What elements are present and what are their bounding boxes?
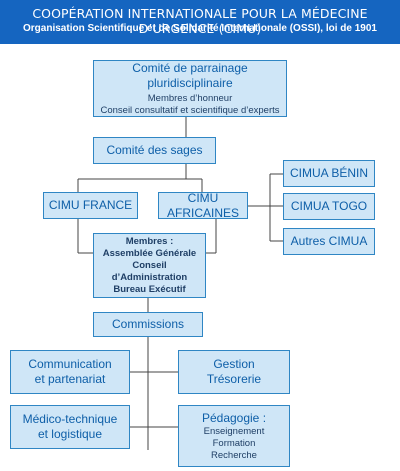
gestion-line2: Trésorerie <box>206 372 262 386</box>
pedagogie-title: Pédagogie : <box>201 410 267 425</box>
cimua-togo-title: CIMUA TOGO <box>290 199 368 213</box>
comite-parrainage-line2: Conseil consultatif et scientifique d’ex… <box>100 104 280 116</box>
header-banner: COOPÉRATION INTERNATIONALE POUR LA MÉDEC… <box>0 0 400 44</box>
communication-line1: Communication <box>28 357 112 371</box>
membres-line3: Bureau Exécutif <box>113 283 186 295</box>
cimua-benin-title: CIMUA BÉNIN <box>289 166 368 180</box>
gestion-line1: Gestion <box>213 357 255 371</box>
membres-line2: Conseil d’Administration <box>111 259 188 283</box>
cimu-africaines-title: CIMU AFRICAINES <box>166 190 239 220</box>
header-title: COOPÉRATION INTERNATIONALE POUR LA MÉDEC… <box>32 6 368 36</box>
cimua-togo-box: CIMUA TOGO <box>283 193 375 220</box>
comite-sages-box: Comité des sages <box>93 137 216 164</box>
medico-line2: et logistique <box>37 427 103 441</box>
pedagogie-line1: Enseignement <box>203 425 265 437</box>
pedagogie-line3: Recherche <box>211 449 257 461</box>
comite-parrainage-line1: Membres d’honneur <box>147 92 233 104</box>
cimua-benin-box: CIMUA BÉNIN <box>283 160 375 187</box>
autres-cimua-title: Autres CIMUA <box>290 234 368 248</box>
comite-parrainage-title: Comité de parrainage pluridisciplinaire <box>132 60 248 90</box>
membres-box: Membres : Assemblée Générale Conseil d’A… <box>93 233 206 298</box>
pedagogie-line2: Formation <box>212 437 256 449</box>
comite-sages-title: Comité des sages <box>106 143 203 157</box>
comite-parrainage-box: Comité de parrainage pluridisciplinaire … <box>93 60 287 117</box>
cimu-france-box: CIMU FRANCE <box>43 192 138 219</box>
autres-cimua-box: Autres CIMUA <box>283 228 375 255</box>
medico-technique-box: Médico-technique et logistique <box>10 405 130 449</box>
pedagogie-box: Pédagogie : Enseignement Formation Reche… <box>178 405 290 467</box>
medico-line1: Médico-technique <box>22 412 118 426</box>
gestion-box: Gestion Trésorerie <box>178 350 290 394</box>
header-subtitle: Organisation Scientifique et de Solidari… <box>23 23 377 34</box>
commissions-title: Commissions <box>111 317 184 331</box>
communication-box: Communication et partenariat <box>10 350 130 394</box>
communication-line2: et partenariat <box>34 372 106 386</box>
commissions-box: Commissions <box>93 312 203 337</box>
membres-line1: Assemblée Générale <box>102 247 197 259</box>
cimu-africaines-box: CIMU AFRICAINES <box>158 190 248 220</box>
membres-title: Membres : <box>125 235 174 247</box>
cimu-france-title: CIMU FRANCE <box>48 198 133 212</box>
